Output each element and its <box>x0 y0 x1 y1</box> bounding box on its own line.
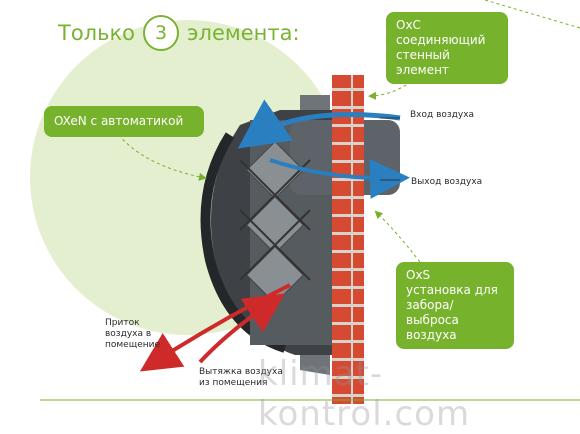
label-air-out-text: Выход воздуха <box>411 177 483 187</box>
callout-oxen: OXeN с автоматикой <box>44 106 204 137</box>
callout-oxs-line-1: OxS <box>406 268 431 282</box>
label-supply-line-2: воздуха в <box>105 329 152 339</box>
headline-suffix: элемента: <box>187 21 300 45</box>
callout-oxc-line-1: OxC <box>396 18 421 32</box>
oxen-unit-icon <box>200 95 400 375</box>
label-exhaust-line-2: из помещения <box>199 378 268 388</box>
callout-oxs-line-2: установка для <box>406 283 498 297</box>
number-badge: 3 <box>143 15 180 51</box>
connector-oxs <box>374 210 421 263</box>
exhaust-arrow <box>198 293 285 364</box>
label-air-in: Вход воздуха <box>410 110 474 121</box>
callout-oxen-text: OXeN с автоматикой <box>54 114 184 128</box>
label-exhaust: Вытяжка воздуха из помещения <box>199 367 283 389</box>
callout-oxc-line-3: стенный элемент <box>396 48 450 77</box>
headline: Только 3 элемента: <box>58 15 300 51</box>
callout-oxc: OxC соединяющий стенный элемент <box>386 12 508 84</box>
callout-oxs-line-3: забора/выброса <box>406 298 459 327</box>
label-air-out: Выход воздуха <box>411 177 482 188</box>
label-exhaust-line-1: Вытяжка воздуха <box>199 367 283 377</box>
dashed-connector-top <box>484 0 580 29</box>
air-in-arrow <box>237 99 401 149</box>
label-supply-line-1: Приток <box>105 318 140 328</box>
label-supply: Приток воздуха в помещение <box>105 318 160 351</box>
label-supply-line-3: помещение <box>105 340 161 350</box>
connector-oxen <box>114 129 207 181</box>
callout-oxs-line-4: воздуха <box>406 328 457 342</box>
ventilation-diagram <box>40 0 580 404</box>
headline-prefix: Только <box>58 21 136 45</box>
connector-oxc <box>368 69 426 100</box>
air-out-arrow <box>269 158 410 199</box>
callout-oxs: OxS установка для забора/выброса воздуха <box>396 262 514 349</box>
brick-wall <box>332 75 364 404</box>
watermark: klimat-kontrol.com <box>258 354 471 434</box>
label-air-in-text: Вход воздуха <box>410 110 475 120</box>
callout-oxc-line-2: соединяющий <box>396 33 486 47</box>
supply-arrow <box>139 283 291 372</box>
